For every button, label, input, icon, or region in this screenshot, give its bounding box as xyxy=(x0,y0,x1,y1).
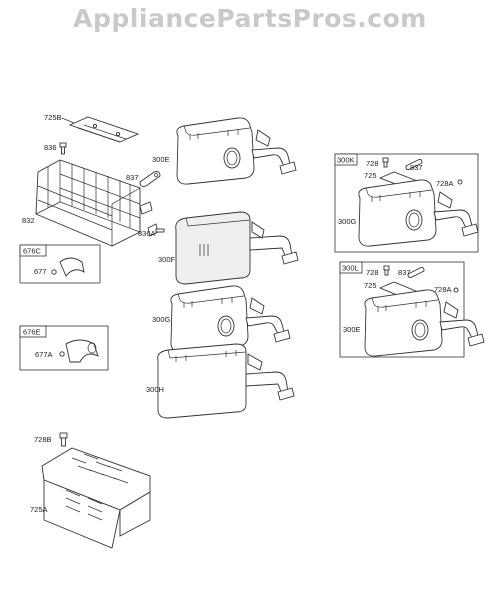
box-676e-title: 676E xyxy=(23,328,41,337)
box-676c-title: 676C xyxy=(23,247,42,256)
box-300l: 300L xyxy=(339,261,485,358)
screw-836a-icon xyxy=(147,223,165,237)
label-l-728a: 728A xyxy=(434,285,452,294)
label-725a: 725A xyxy=(30,505,48,514)
label-836a: 836A xyxy=(138,229,156,238)
label-300h: 300H xyxy=(146,385,164,394)
label-l-837: 837 xyxy=(398,268,411,277)
spark-arrestor-screen-832 xyxy=(35,159,153,247)
label-300g: 300G xyxy=(152,315,171,324)
bracket-837-icon xyxy=(139,171,161,187)
muffler-300e xyxy=(176,117,297,185)
muffler-300g xyxy=(170,285,291,353)
label-677: 677 xyxy=(34,267,47,276)
label-728b: 728B xyxy=(34,435,52,444)
label-300e: 300E xyxy=(152,155,170,164)
label-k-728: 728 xyxy=(366,159,379,168)
label-832: 832 xyxy=(22,216,35,225)
box-300l-title: 300L xyxy=(342,264,359,273)
label-k-725: 725 xyxy=(364,171,377,180)
box-300k-title: 300K xyxy=(337,156,355,165)
box-300k: 300K xyxy=(334,153,479,253)
heat-shield-top-725b xyxy=(68,116,140,143)
label-l-728: 728 xyxy=(366,268,379,277)
label-837: 837 xyxy=(126,173,139,182)
heat-shield-725a xyxy=(41,447,151,549)
label-300f: 300F xyxy=(158,255,176,264)
label-l-725: 725 xyxy=(364,281,377,290)
muffler-300f xyxy=(175,211,299,285)
box-676c: 676C xyxy=(19,244,101,284)
screw-728b-icon xyxy=(59,432,68,447)
muffler-300h xyxy=(157,343,295,419)
screw-836-icon xyxy=(59,142,67,155)
label-677a: 677A xyxy=(35,350,53,359)
label-k-728a: 728A xyxy=(436,179,454,188)
box-676e: 676E xyxy=(19,325,109,371)
watermark: AppliancePartsPros.com xyxy=(73,4,427,33)
label-725b: 725B xyxy=(44,113,62,122)
label-k-300g: 300G xyxy=(338,217,357,226)
label-l-300e: 300E xyxy=(343,325,361,334)
label-k-837: 837 xyxy=(410,163,423,172)
label-836: 836 xyxy=(44,143,57,152)
